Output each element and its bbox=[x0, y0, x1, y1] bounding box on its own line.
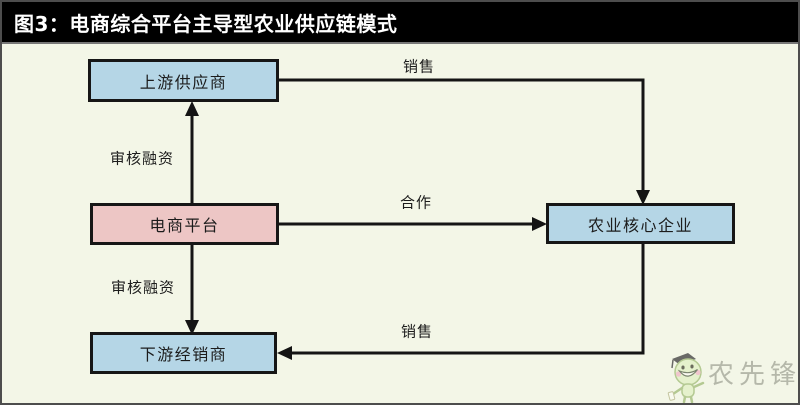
node-upstream-supplier: 上游供应商 bbox=[88, 59, 279, 102]
brand-watermark: 农先锋 bbox=[662, 348, 800, 403]
figure-title: 图3：电商综合平台主导型农业供应链模式 bbox=[14, 11, 398, 36]
arrowhead-left-icon bbox=[277, 346, 292, 360]
node-ecommerce-platform: 电商平台 bbox=[90, 203, 279, 245]
node-ecommerce-platform-label: 电商平台 bbox=[149, 216, 220, 235]
edge-upstream-to-core bbox=[278, 78, 650, 205]
mascot-icon bbox=[667, 353, 705, 403]
arrowhead-up-icon bbox=[185, 101, 199, 116]
node-downstream-distributor-label: 下游经销商 bbox=[139, 345, 228, 364]
edge-core-to-downstream bbox=[277, 243, 645, 360]
edge-label-sales-bottom: 销售 bbox=[400, 322, 434, 341]
edge-platform-to-upstream bbox=[185, 101, 199, 204]
brand-name: 农先锋 bbox=[708, 360, 800, 390]
figure-title-bar: 图3：电商综合平台主导型农业供应链模式 bbox=[2, 2, 798, 44]
edge-label-cooperation: 合作 bbox=[399, 193, 433, 212]
arrowhead-down-icon bbox=[185, 320, 199, 335]
edge-platform-to-core bbox=[278, 217, 547, 231]
arrowhead-right-icon bbox=[532, 217, 547, 231]
edge-label-financing-review-lower: 审核融资 bbox=[110, 278, 176, 297]
node-upstream-supplier-label: 上游供应商 bbox=[139, 72, 228, 92]
edge-platform-to-downstream bbox=[185, 244, 199, 335]
node-agricultural-core-enterprise-label: 农业核心企业 bbox=[587, 215, 693, 235]
node-agricultural-core-enterprise: 农业核心企业 bbox=[546, 203, 735, 244]
node-downstream-distributor: 下游经销商 bbox=[90, 332, 277, 374]
arrowhead-down-icon bbox=[636, 190, 650, 205]
edge-label-financing-review-upper: 审核融资 bbox=[109, 149, 175, 168]
edge-label-sales-top: 销售 bbox=[402, 57, 436, 76]
